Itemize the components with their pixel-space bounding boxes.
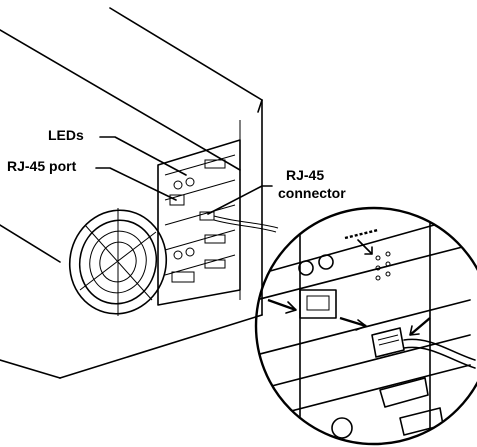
callout-rj45-port-leader	[95, 167, 177, 201]
fan-grill	[68, 208, 168, 316]
expansion-bay	[157, 139, 241, 306]
callout-rj45-connector-leader	[207, 185, 273, 215]
rj45-port-small	[169, 194, 185, 206]
pc-case	[0, 7, 263, 379]
callout-rj45-port-label: RJ-45 port	[7, 158, 77, 174]
rj45-port-zoom	[299, 289, 337, 319]
magnified-view	[254, 206, 477, 446]
callout-rj45-connector-label-line2: connector	[278, 185, 346, 201]
callout-leds-label: LEDs	[48, 127, 84, 143]
callout-leds-leader	[99, 136, 187, 176]
callout-rj45-connector-label-line1: RJ-45	[286, 167, 324, 183]
rj45-plug-zoom	[371, 327, 405, 358]
